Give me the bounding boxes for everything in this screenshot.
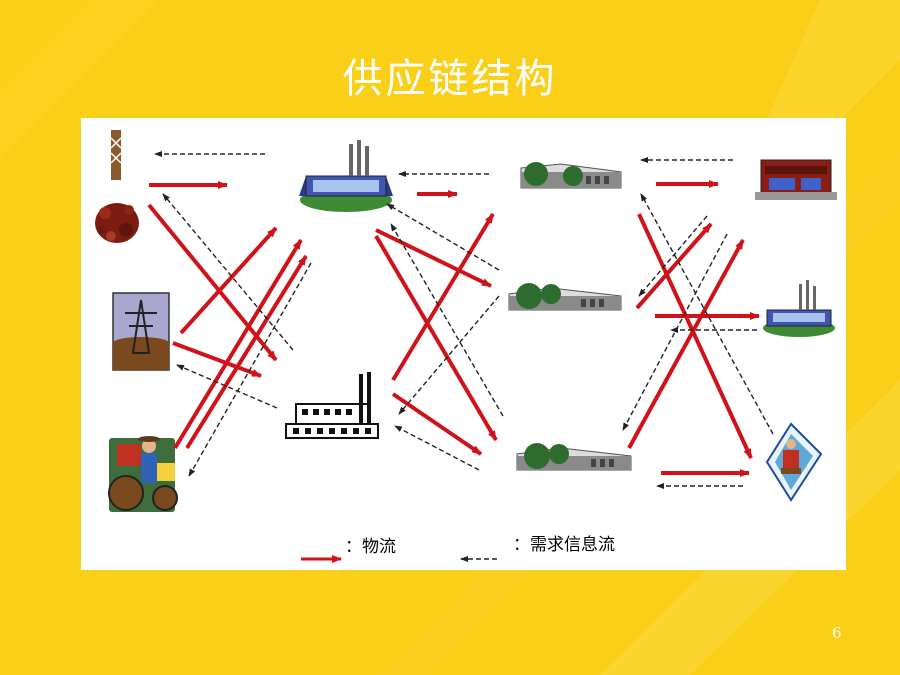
oil-well-icon xyxy=(95,130,139,243)
info-flow-arrow xyxy=(162,193,294,351)
factory-icon xyxy=(299,140,393,212)
material-flow-arrow xyxy=(374,234,498,442)
info-flow-arrow xyxy=(386,203,500,271)
info-flow-arrow xyxy=(394,425,480,471)
info-flow-arrow xyxy=(638,215,708,297)
material-flow-arrow xyxy=(179,226,278,335)
material-flow-arrow xyxy=(627,239,745,449)
material-flow-arrow xyxy=(637,213,753,459)
material-flow-arrow xyxy=(147,203,278,362)
supply-chain-diagram: ：物流 ：需求信息流 xyxy=(81,118,846,570)
retail-store-icon xyxy=(755,159,837,200)
farmer-tractor-icon xyxy=(108,436,178,512)
info-flow-arrows xyxy=(154,151,774,489)
legend-info-flow-label: ：需求信息流 xyxy=(513,535,615,555)
material-flow-arrow xyxy=(173,238,303,450)
info-flow-arrow xyxy=(390,223,504,417)
info-flow-arrow xyxy=(176,364,278,409)
power-plant-icon xyxy=(112,292,170,371)
material-flow-arrow xyxy=(391,392,483,456)
legend-material-flow-label: ：物流 xyxy=(345,537,396,557)
material-flow-arrow xyxy=(375,228,492,288)
warehouse-middle-icon xyxy=(508,283,622,311)
small-factory-icon xyxy=(763,280,835,337)
page-number: 6 xyxy=(832,624,842,642)
info-flow-arrow xyxy=(640,193,774,435)
material-flow-arrows xyxy=(147,180,760,477)
industrial-plant-icon xyxy=(285,372,379,439)
material-flow-arrow xyxy=(635,222,713,310)
info-flow-arrow xyxy=(622,233,728,431)
info-flow-arrow xyxy=(398,295,500,415)
material-flow-arrow xyxy=(391,212,495,382)
slide-title: 供应链结构 xyxy=(342,56,558,102)
warehouse-top-icon xyxy=(520,162,622,189)
consumer-icon xyxy=(765,422,823,502)
warehouse-bottom-icon xyxy=(516,443,632,471)
material-flow-arrow xyxy=(185,254,308,450)
material-flow-arrow xyxy=(172,341,262,378)
info-flow-arrow xyxy=(188,262,312,477)
